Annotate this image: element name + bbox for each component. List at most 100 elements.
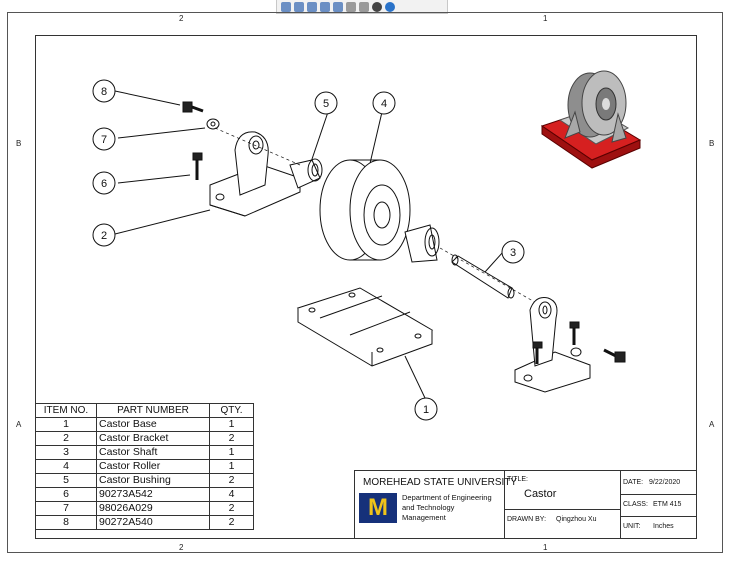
dept-line-1: Department of Engineering <box>402 493 492 502</box>
assembly-thumbnail <box>540 70 642 169</box>
title-block: MOREHEAD STATE UNIVERSITY M Department o… <box>354 470 697 539</box>
zone-left-a: A <box>16 420 22 429</box>
bom-qty: 1 <box>209 417 254 432</box>
balloon-circle-2 <box>92 223 116 247</box>
bom-part-number: Castor Bracket <box>96 431 210 446</box>
bom-item-no: 8 <box>35 515 97 530</box>
leader-2 <box>114 209 211 235</box>
washer-7 <box>206 118 220 130</box>
view-toolbar <box>276 0 448 14</box>
date-label: DATE: <box>623 479 644 486</box>
appearance-icon[interactable] <box>372 1 382 12</box>
unit-label: UNIT: <box>623 523 641 530</box>
hide-show-icon[interactable] <box>359 1 369 12</box>
leader-8 <box>114 90 181 106</box>
zone-bottom-2: 2 <box>179 543 184 552</box>
zone-left-b: B <box>16 139 22 148</box>
logo-letter: M <box>368 494 388 521</box>
bom-qty: 1 <box>209 445 254 460</box>
leader-6 <box>117 174 191 184</box>
balloon-8: 8 <box>101 86 107 98</box>
sheet-outer-border <box>7 12 723 553</box>
balloon-6: 6 <box>101 178 107 190</box>
balloon-2: 2 <box>101 230 107 242</box>
class-label: CLASS: <box>623 501 648 508</box>
table-row: 7 98026A029 2 <box>35 501 254 516</box>
bill-of-materials-table: ITEM NO. PART NUMBER QTY. 1 Castor Base … <box>35 403 254 530</box>
bom-header-qty: QTY. <box>209 403 254 418</box>
zoom-area-icon[interactable] <box>294 1 304 12</box>
dept-line-2: and Technology <box>402 503 455 512</box>
cap-screw-6-right-a <box>569 321 580 345</box>
unit-value: Inches <box>653 523 674 530</box>
balloon-circle-5 <box>314 91 338 115</box>
balloon-circle-8 <box>92 79 116 103</box>
title-label: TITLE: <box>507 476 529 483</box>
zone-bottom-1: 1 <box>543 543 548 552</box>
balloon-circle-4 <box>372 91 396 115</box>
rotate-view-icon[interactable] <box>333 1 343 12</box>
assembly-axis-line-right <box>439 247 541 306</box>
bom-item-no: 4 <box>35 459 97 474</box>
table-row: 1 Castor Base 1 <box>35 417 254 432</box>
table-row: 2 Castor Bracket 2 <box>35 431 254 446</box>
leader-5 <box>309 111 329 166</box>
zoom-fit-icon[interactable] <box>281 1 291 12</box>
castor-bracket-left <box>209 131 301 217</box>
balloon-circle-7 <box>92 127 116 151</box>
castor-roller <box>319 159 411 261</box>
bom-item-no: 6 <box>35 487 97 502</box>
previous-view-icon[interactable] <box>307 1 317 12</box>
section-view-icon[interactable] <box>320 1 330 12</box>
bom-qty: 2 <box>209 473 254 488</box>
washer-7-right <box>570 347 582 357</box>
balloon-7: 7 <box>101 134 107 146</box>
balloon-circle-3 <box>501 240 525 264</box>
balloon-4: 4 <box>381 98 387 110</box>
balloon-5: 5 <box>323 98 329 110</box>
drawing-title: Castor <box>524 488 557 500</box>
balloon-1: 1 <box>423 404 429 416</box>
leader-3 <box>484 251 504 273</box>
drawn-by-label: DRAWN BY: <box>507 516 547 523</box>
socket-bolt-8 <box>182 101 204 113</box>
bom-part-number: Castor Shaft <box>96 445 210 460</box>
balloon-circle-1 <box>414 397 438 421</box>
zone-right-a: A <box>709 420 715 429</box>
balloon-3: 3 <box>510 247 516 259</box>
scene-icon[interactable] <box>385 1 395 12</box>
table-row: 3 Castor Shaft 1 <box>35 445 254 460</box>
zone-top-1: 1 <box>543 14 548 23</box>
castor-bushing-right <box>404 224 440 263</box>
dept-line-3: Management <box>402 513 446 522</box>
bom-qty: 4 <box>209 487 254 502</box>
display-style-icon[interactable] <box>346 1 356 12</box>
balloon-circle-6 <box>92 171 116 195</box>
table-row: 8 90272A540 2 <box>35 515 254 530</box>
bom-qty: 2 <box>209 515 254 530</box>
bom-part-number: Castor Roller <box>96 459 210 474</box>
class-value: ETM 415 <box>653 501 682 508</box>
bom-part-number: 98026A029 <box>96 501 210 516</box>
cap-screw-6-right-b <box>532 341 543 364</box>
zone-right-b: B <box>709 139 715 148</box>
bom-header-item-no: ITEM NO. <box>35 403 97 418</box>
table-row: 5 Castor Bushing 2 <box>35 473 254 488</box>
bom-item-no: 5 <box>35 473 97 488</box>
bom-part-number: Castor Bushing <box>96 473 210 488</box>
castor-shaft <box>451 254 515 299</box>
bom-part-number: 90272A540 <box>96 515 210 530</box>
zone-top-2: 2 <box>179 14 184 23</box>
bom-part-number: Castor Base <box>96 417 210 432</box>
msu-logo: M <box>359 493 397 523</box>
castor-base <box>296 287 434 367</box>
bom-part-number: 90273A542 <box>96 487 210 502</box>
bom-header-part-number: PART NUMBER <box>96 403 210 418</box>
castor-bracket-right <box>514 297 591 393</box>
castor-bushing-left <box>289 158 323 189</box>
bom-qty: 2 <box>209 431 254 446</box>
table-row: 4 Castor Roller 1 <box>35 459 254 474</box>
bom-qty: 1 <box>209 459 254 474</box>
bom-header-row: ITEM NO. PART NUMBER QTY. <box>35 403 254 418</box>
